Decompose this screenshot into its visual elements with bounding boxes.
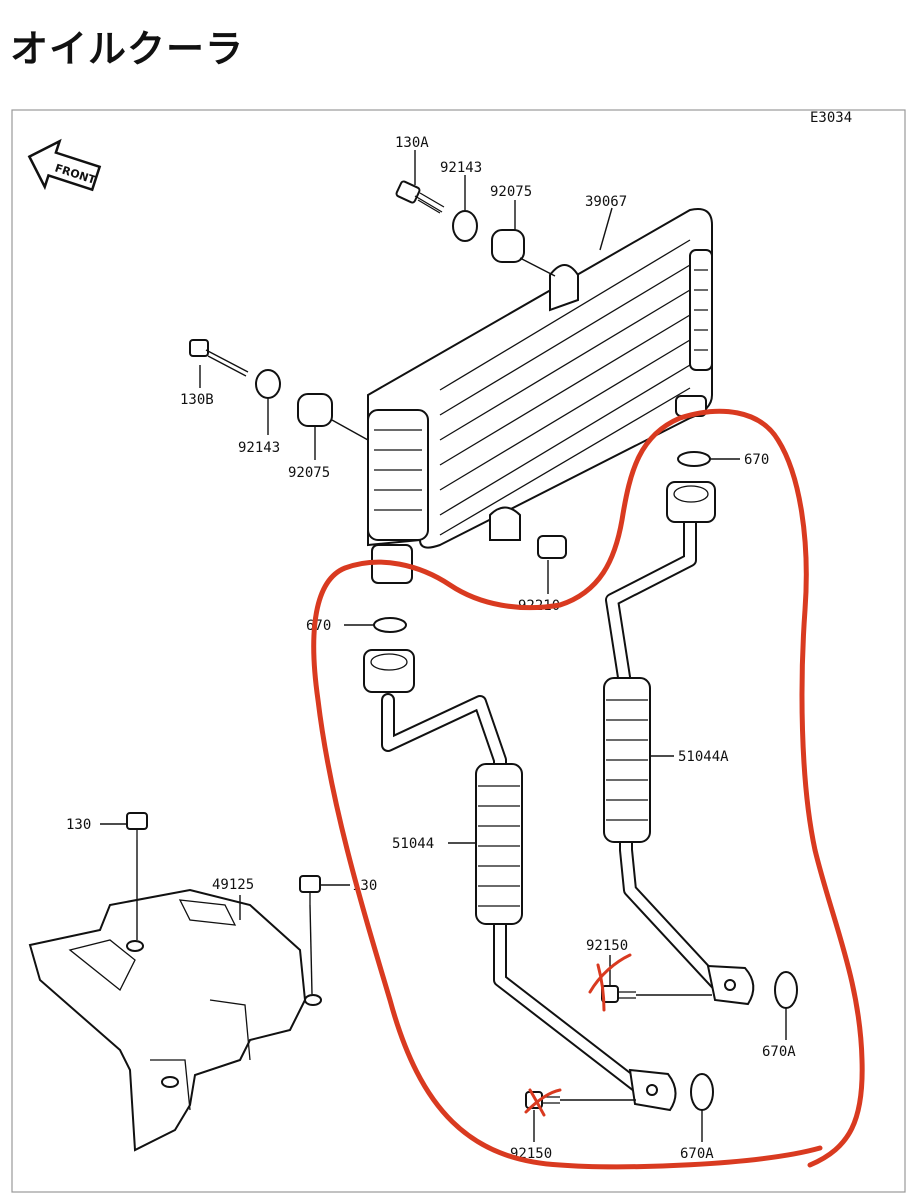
callout-92143-left: 92143 [238, 440, 280, 456]
red-markup [311, 408, 865, 1170]
callout-49125: 49125 [212, 877, 254, 893]
oil-cooler-39067 [367, 208, 713, 584]
cross-mark-upper-icon [588, 953, 632, 1012]
bolt-130B-icon [189, 339, 249, 377]
callout-670A-right: 670A [762, 1044, 796, 1060]
bolt-92150-lower-icon [525, 1091, 636, 1109]
callout-51044A: 51044A [678, 749, 729, 765]
callout-92143-top: 92143 [440, 160, 482, 176]
callout-92075-left: 92075 [288, 465, 330, 481]
figure-code: E3034 [810, 110, 852, 126]
callout-130-left: 130 [66, 817, 91, 833]
washer-92143-left-icon [255, 369, 281, 399]
damper-92075-top-icon [491, 229, 556, 277]
callout-670A-lower: 670A [680, 1146, 714, 1162]
diagram-frame [11, 109, 906, 1193]
nut-92210-icon [537, 535, 567, 594]
callout-39067: 39067 [585, 194, 627, 210]
front-arrow-icon: FRONT [27, 138, 102, 192]
washer-92143-top-icon [452, 210, 478, 242]
oring-670-left-icon [373, 617, 407, 633]
pipe-51044 [363, 649, 677, 1112]
callout-92075-top: 92075 [490, 184, 532, 200]
callout-51044: 51044 [392, 836, 434, 852]
bolt-130A-icon [395, 180, 445, 214]
callout-670-right: 670 [744, 452, 769, 468]
oring-670-right-icon [677, 451, 711, 467]
callout-670-left: 670 [306, 618, 331, 634]
pipe-51044A [603, 481, 755, 1006]
oring-670A-right-icon [774, 971, 798, 1009]
oring-670A-lower-icon [690, 1073, 714, 1111]
bolt-130-left-icon [126, 812, 148, 940]
callout-130B: 130B [180, 392, 214, 408]
page-title: オイルクーラ [10, 27, 245, 71]
bolt-92150-upper-icon [601, 985, 712, 1003]
callout-92150-upper: 92150 [586, 938, 628, 954]
damper-92075-left-icon [297, 393, 369, 441]
red-outline-loop [311, 408, 865, 1170]
leader-lines [100, 150, 787, 1142]
callout-130A: 130A [395, 135, 429, 151]
bolt-130-right-icon [299, 875, 321, 995]
cross-mark-lower-icon [524, 1088, 562, 1117]
cover-49125 [28, 888, 322, 1152]
